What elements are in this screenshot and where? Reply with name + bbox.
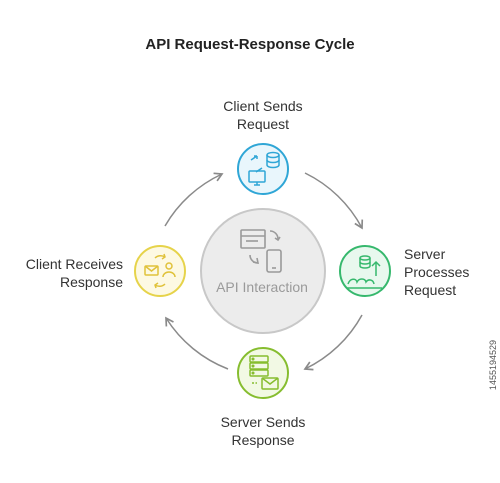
step-node-server-sends	[237, 347, 289, 399]
center-node	[200, 208, 326, 334]
mail-user-exchange-icon	[144, 253, 176, 289]
step-node-client-receives	[134, 245, 186, 297]
step-label-server-sends: Server Sends Response	[220, 414, 306, 448]
arrow-response-to-receive	[165, 316, 229, 370]
step-label-client-receives: Client Receives Response	[25, 256, 123, 290]
arrow-process-to-response	[303, 314, 363, 371]
step-node-server-processes	[339, 245, 391, 297]
page-title: API Request-Response Cycle	[145, 36, 355, 53]
center-label: API Interaction	[216, 279, 308, 295]
step-label-client-sends: Client Sends Request	[223, 98, 303, 132]
step-label-server-processes: Server Processes Request	[404, 246, 470, 298]
arrow-receive-to-request	[164, 172, 224, 227]
database-cloud-upload-icon	[347, 255, 382, 289]
computer-database-exchange-icon	[248, 151, 280, 186]
server-mail-icon	[249, 355, 279, 390]
step-node-client-sends	[237, 143, 289, 195]
watermark-id: 1455194529	[488, 340, 498, 391]
arrow-request-to-process	[304, 172, 364, 230]
screen-phone-exchange-icon	[240, 229, 282, 273]
